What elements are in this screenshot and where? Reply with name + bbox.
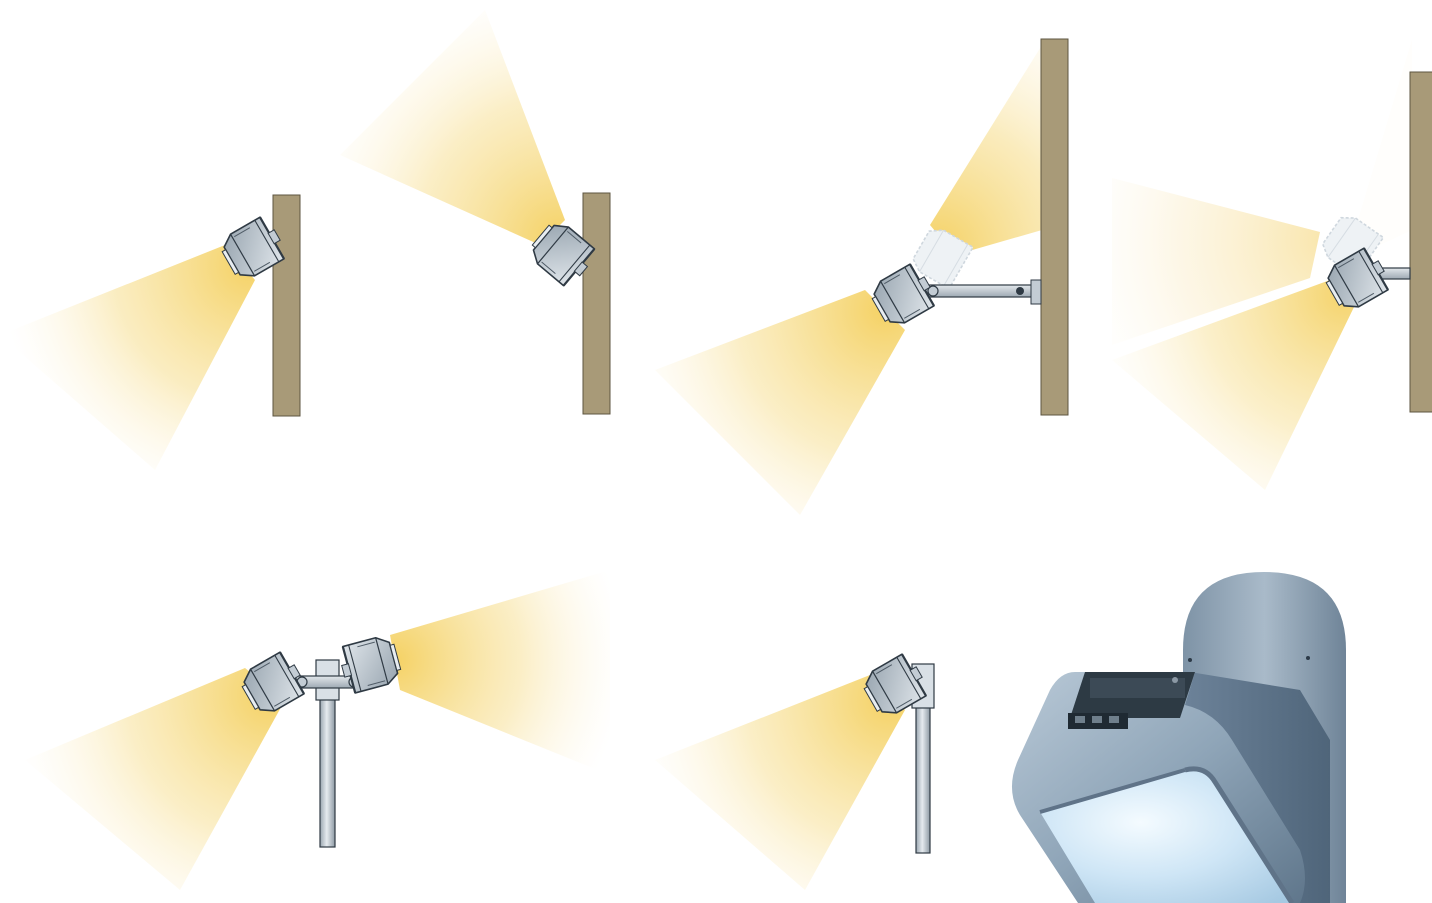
panel-wall-mount-downlight <box>0 195 300 470</box>
panel-pole-top-twin-head <box>25 570 610 890</box>
wall <box>583 193 610 414</box>
light-beam-up <box>930 45 1042 255</box>
light-beam-up <box>1355 40 1412 245</box>
panel-wall-mount-uplight <box>340 10 610 414</box>
light-beam <box>0 245 255 470</box>
wall <box>273 195 300 416</box>
light-beam <box>340 10 565 245</box>
light-beam-down <box>655 290 905 515</box>
product-photo <box>1012 572 1346 903</box>
light-beam-left <box>25 668 285 890</box>
panel-pole-top-single-head <box>655 651 934 890</box>
light-beam <box>655 675 905 890</box>
wall <box>1410 72 1432 412</box>
pole <box>916 705 930 853</box>
panel-wall-bracket-dual-beam <box>1112 40 1432 490</box>
panel-wall-arm-mount-dual-aim <box>655 39 1068 515</box>
light-beam-right <box>390 570 610 775</box>
wall <box>1041 39 1068 415</box>
pole <box>320 695 335 847</box>
